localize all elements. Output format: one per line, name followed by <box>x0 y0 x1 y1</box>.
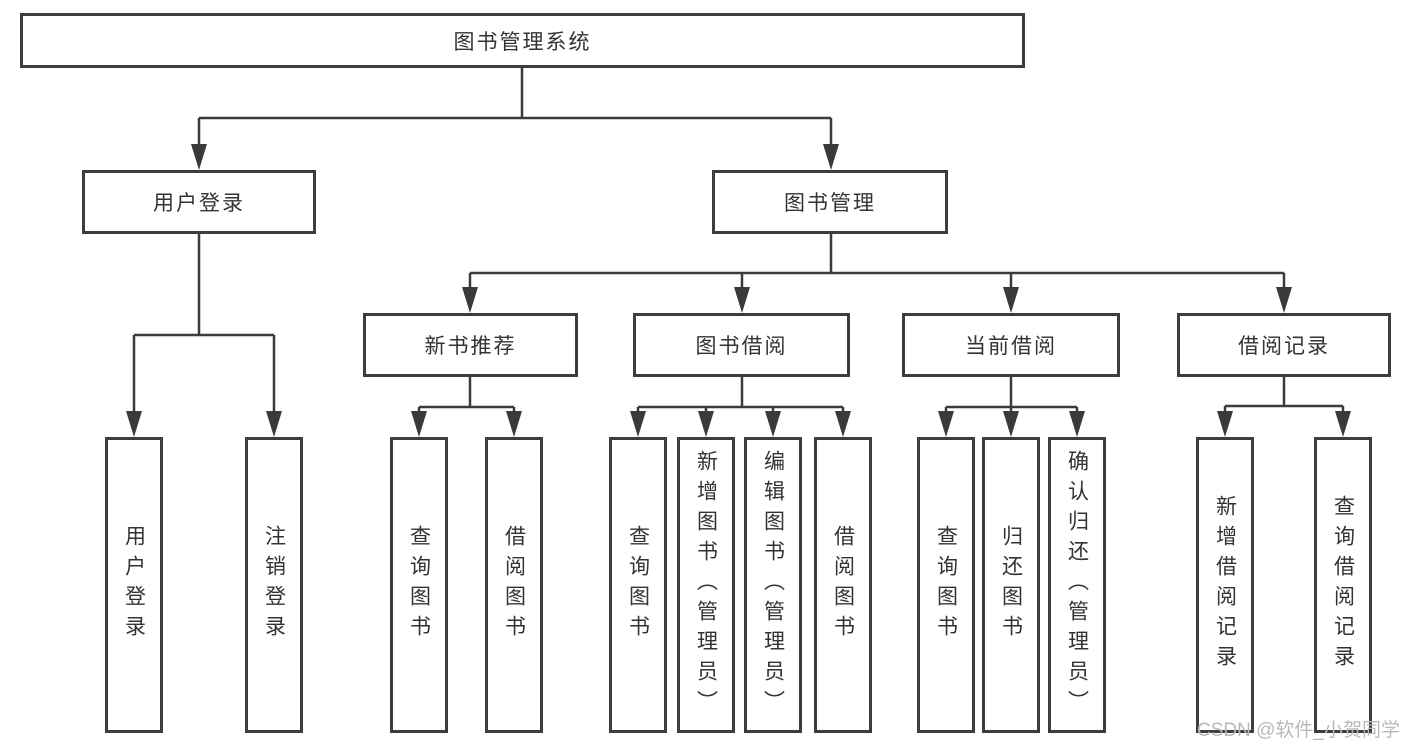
leaf-bb-borrow-books-label: 借阅图书 <box>831 525 855 645</box>
node-user-login-label: 用户登录 <box>153 192 245 215</box>
leaf-rec-query-books: 查询图书 <box>390 437 448 733</box>
leaf-cb-query-books-label: 查询图书 <box>934 525 958 645</box>
node-new-book-recommend-label: 新书推荐 <box>424 335 517 358</box>
node-current-borrow: 当前借阅 <box>902 313 1120 377</box>
node-book-borrow: 图书借阅 <box>633 313 850 377</box>
leaf-cb-confirm-return-admin-label: 确认归还（管理员） <box>1065 450 1089 720</box>
node-book-borrow-label: 图书借阅 <box>695 335 788 358</box>
leaf-logout: 注销登录 <box>245 437 303 733</box>
node-new-book-recommend: 新书推荐 <box>363 313 578 377</box>
node-current-borrow-label: 当前借阅 <box>965 335 1057 358</box>
leaf-bb-add-books-admin: 新增图书（管理员） <box>677 437 735 733</box>
leaf-cb-query-books: 查询图书 <box>917 437 975 733</box>
leaf-bb-query-books: 查询图书 <box>609 437 667 733</box>
leaf-bb-add-books-admin-label: 新增图书（管理员） <box>694 450 718 720</box>
leaf-cb-confirm-return-admin: 确认归还（管理员） <box>1048 437 1106 733</box>
node-borrow-records: 借阅记录 <box>1177 313 1391 377</box>
leaf-cb-return-books-label: 归还图书 <box>999 525 1023 645</box>
leaf-bb-borrow-books: 借阅图书 <box>814 437 872 733</box>
node-root-label: 图书管理系统 <box>453 30 592 54</box>
leaf-rec-query-books-label: 查询图书 <box>407 525 431 645</box>
leaf-br-query-record-label: 查询借阅记录 <box>1331 495 1355 675</box>
leaf-br-add-record: 新增借阅记录 <box>1196 437 1254 733</box>
node-borrow-records-label: 借阅记录 <box>1238 335 1330 358</box>
leaf-cb-return-books: 归还图书 <box>982 437 1040 733</box>
leaf-bb-edit-books-admin: 编辑图书（管理员） <box>744 437 802 733</box>
arrow-down-icons <box>126 144 1351 437</box>
leaf-logout-label: 注销登录 <box>262 525 286 645</box>
leaf-br-query-record: 查询借阅记录 <box>1314 437 1372 733</box>
leaf-rec-borrow-books-label: 借阅图书 <box>502 525 526 645</box>
watermark: CSDN @软件_小贺同学 <box>1197 720 1400 741</box>
leaf-user-login: 用户登录 <box>105 437 163 733</box>
leaf-br-add-record-label: 新增借阅记录 <box>1213 495 1237 675</box>
leaf-bb-edit-books-admin-label: 编辑图书（管理员） <box>761 450 785 720</box>
leaf-user-login-label: 用户登录 <box>122 525 146 645</box>
leaf-bb-query-books-label: 查询图书 <box>626 525 650 645</box>
node-book-management-label: 图书管理 <box>784 192 876 215</box>
leaf-rec-borrow-books: 借阅图书 <box>485 437 543 733</box>
node-user-login: 用户登录 <box>82 170 316 234</box>
node-root: 图书管理系统 <box>20 13 1025 68</box>
node-book-management: 图书管理 <box>712 170 948 234</box>
